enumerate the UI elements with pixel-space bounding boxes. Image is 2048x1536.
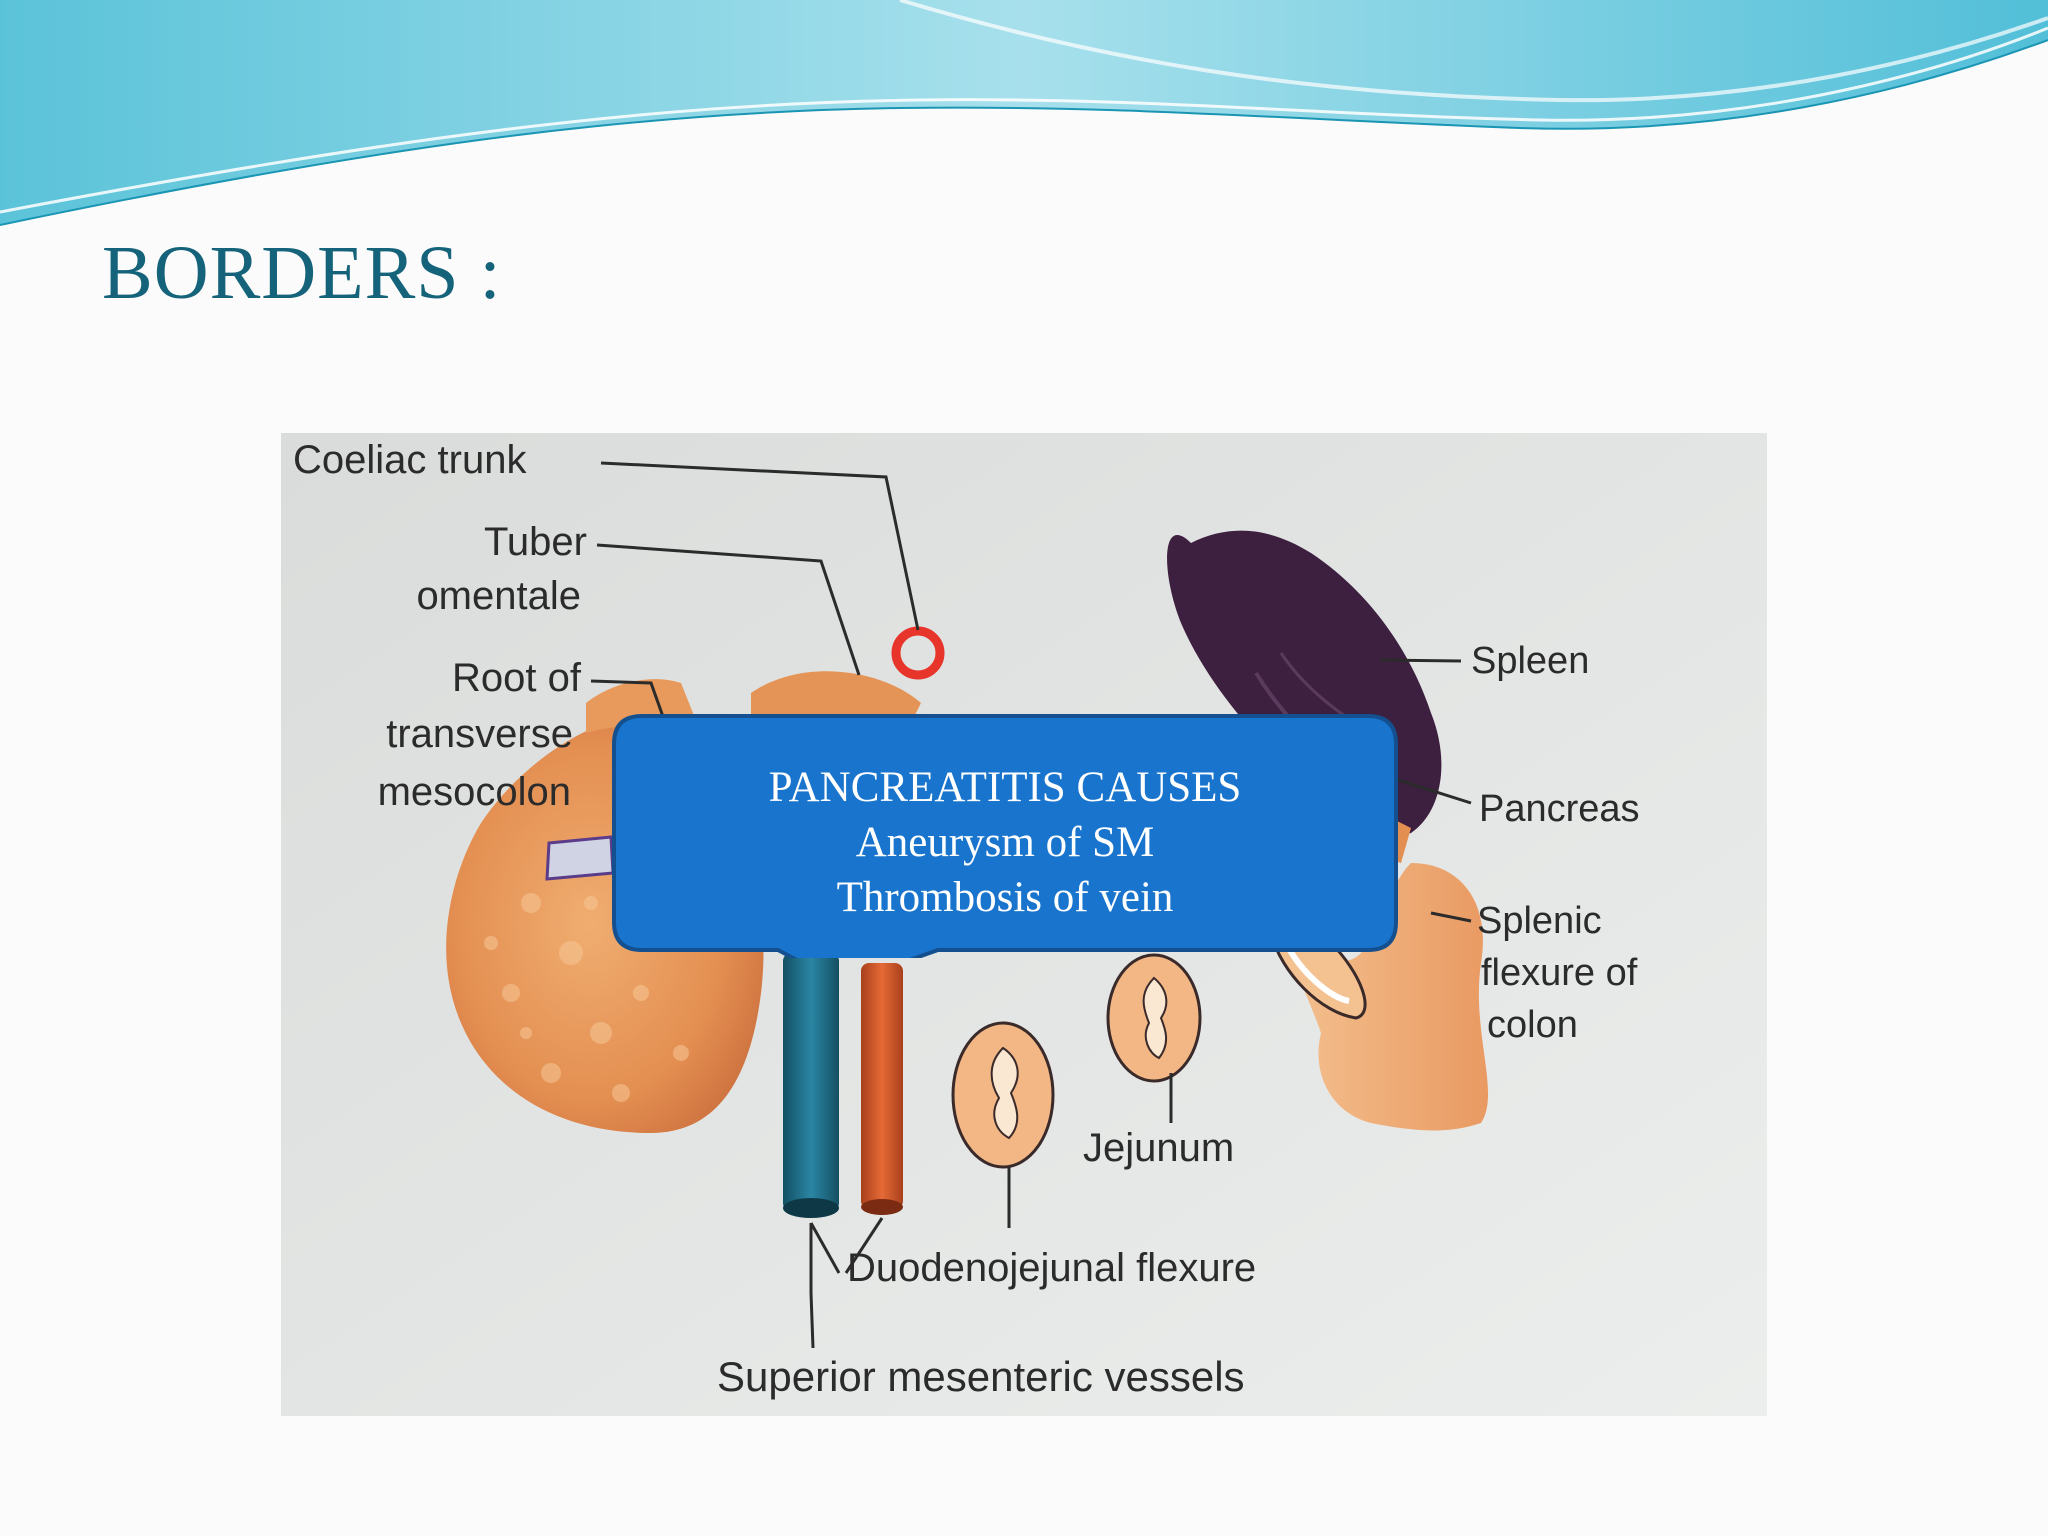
coeliac-trunk-marker bbox=[891, 626, 945, 680]
label-splenic-line2: flexure of bbox=[1481, 952, 1638, 994]
splenic-flexure-shape bbox=[1281, 863, 1489, 1131]
superior-mesenteric-artery bbox=[861, 963, 903, 1209]
label-splenic-line1: Splenic bbox=[1477, 900, 1602, 942]
label-coeliac-trunk: Coeliac trunk bbox=[293, 438, 527, 482]
slide-title: BORDERS : bbox=[102, 231, 502, 315]
anatomy-illustration: Coeliac trunk Tuber omentale Root of tra… bbox=[281, 433, 1767, 1416]
superior-mesenteric-vein bbox=[783, 953, 839, 1211]
label-tuber-line2: omentale bbox=[416, 574, 581, 618]
label-tuber-line1: Tuber bbox=[484, 520, 587, 564]
pancreas-anatomy-figure: Coeliac trunk Tuber omentale Root of tra… bbox=[281, 433, 1767, 1416]
callout-line-heading: PANCREATITIS CAUSES bbox=[768, 764, 1242, 811]
label-root-line2: transverse bbox=[386, 712, 573, 756]
callout-text: PANCREATITIS CAUSES Aneurysm of SM Throm… bbox=[612, 760, 1398, 925]
callout-line-aneurysm: Aneurysm of SM bbox=[855, 819, 1155, 866]
callout-line-thrombosis: Thrombosis of vein bbox=[836, 874, 1174, 921]
label-superior-mesenteric-vessels: Superior mesenteric vessels bbox=[717, 1353, 1245, 1400]
pancreatitis-callout: PANCREATITIS CAUSES Aneurysm of SM Throm… bbox=[612, 714, 1398, 958]
callout-bubble-shape bbox=[612, 714, 1398, 958]
label-jejunum: Jejunum bbox=[1083, 1126, 1234, 1170]
mesocolon-band bbox=[545, 835, 615, 881]
header-wave-decoration bbox=[0, 0, 2048, 226]
label-spleen: Spleen bbox=[1471, 640, 1589, 682]
label-duodenojejunal-flexure: Duodenojejunal flexure bbox=[847, 1246, 1256, 1290]
label-pancreas: Pancreas bbox=[1479, 788, 1640, 830]
label-root-line3: mesocolon bbox=[378, 770, 571, 814]
label-splenic-line3: colon bbox=[1487, 1004, 1578, 1046]
label-root-line1: Root of bbox=[452, 656, 582, 700]
